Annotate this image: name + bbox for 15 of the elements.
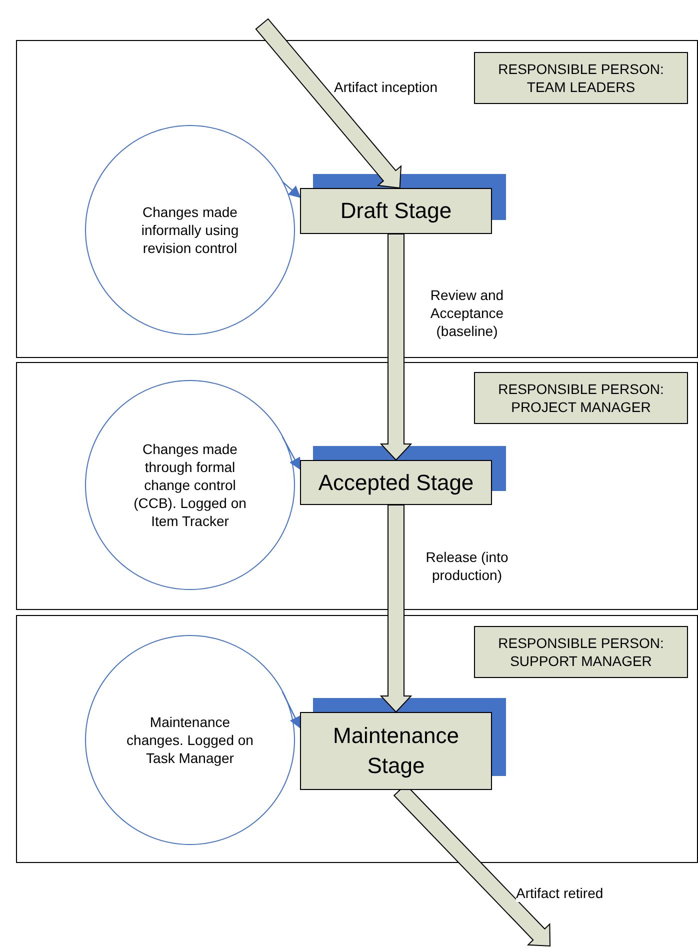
- cycle-arrow-circle: Maintenance changes. Logged on Task Manager: [85, 635, 295, 845]
- stage-box: Maintenance Stage: [300, 712, 492, 790]
- block-arrow: [255, 18, 402, 189]
- role-box: RESPONSIBLE PERSON: TEAM LEADERS: [474, 52, 688, 104]
- swimlane-band: [16, 615, 698, 863]
- cycle-arrow-circle: Changes made through formal change control (CCB). Logged on Item Tracker: [85, 380, 295, 590]
- block-arrow: [380, 234, 412, 461]
- role-box: RESPONSIBLE PERSON: PROJECT MANAGER: [474, 372, 688, 424]
- arrow: [282, 691, 301, 729]
- stage-box: Accepted Stage: [300, 460, 492, 505]
- role-box: RESPONSIBLE PERSON: SUPPORT MANAGER: [474, 626, 688, 678]
- arrow: [282, 181, 301, 198]
- stage-box: Draft Stage: [300, 188, 492, 234]
- block-arrow: [380, 504, 412, 713]
- cycle-arrow-circle: Changes made informally using revision control: [85, 125, 295, 335]
